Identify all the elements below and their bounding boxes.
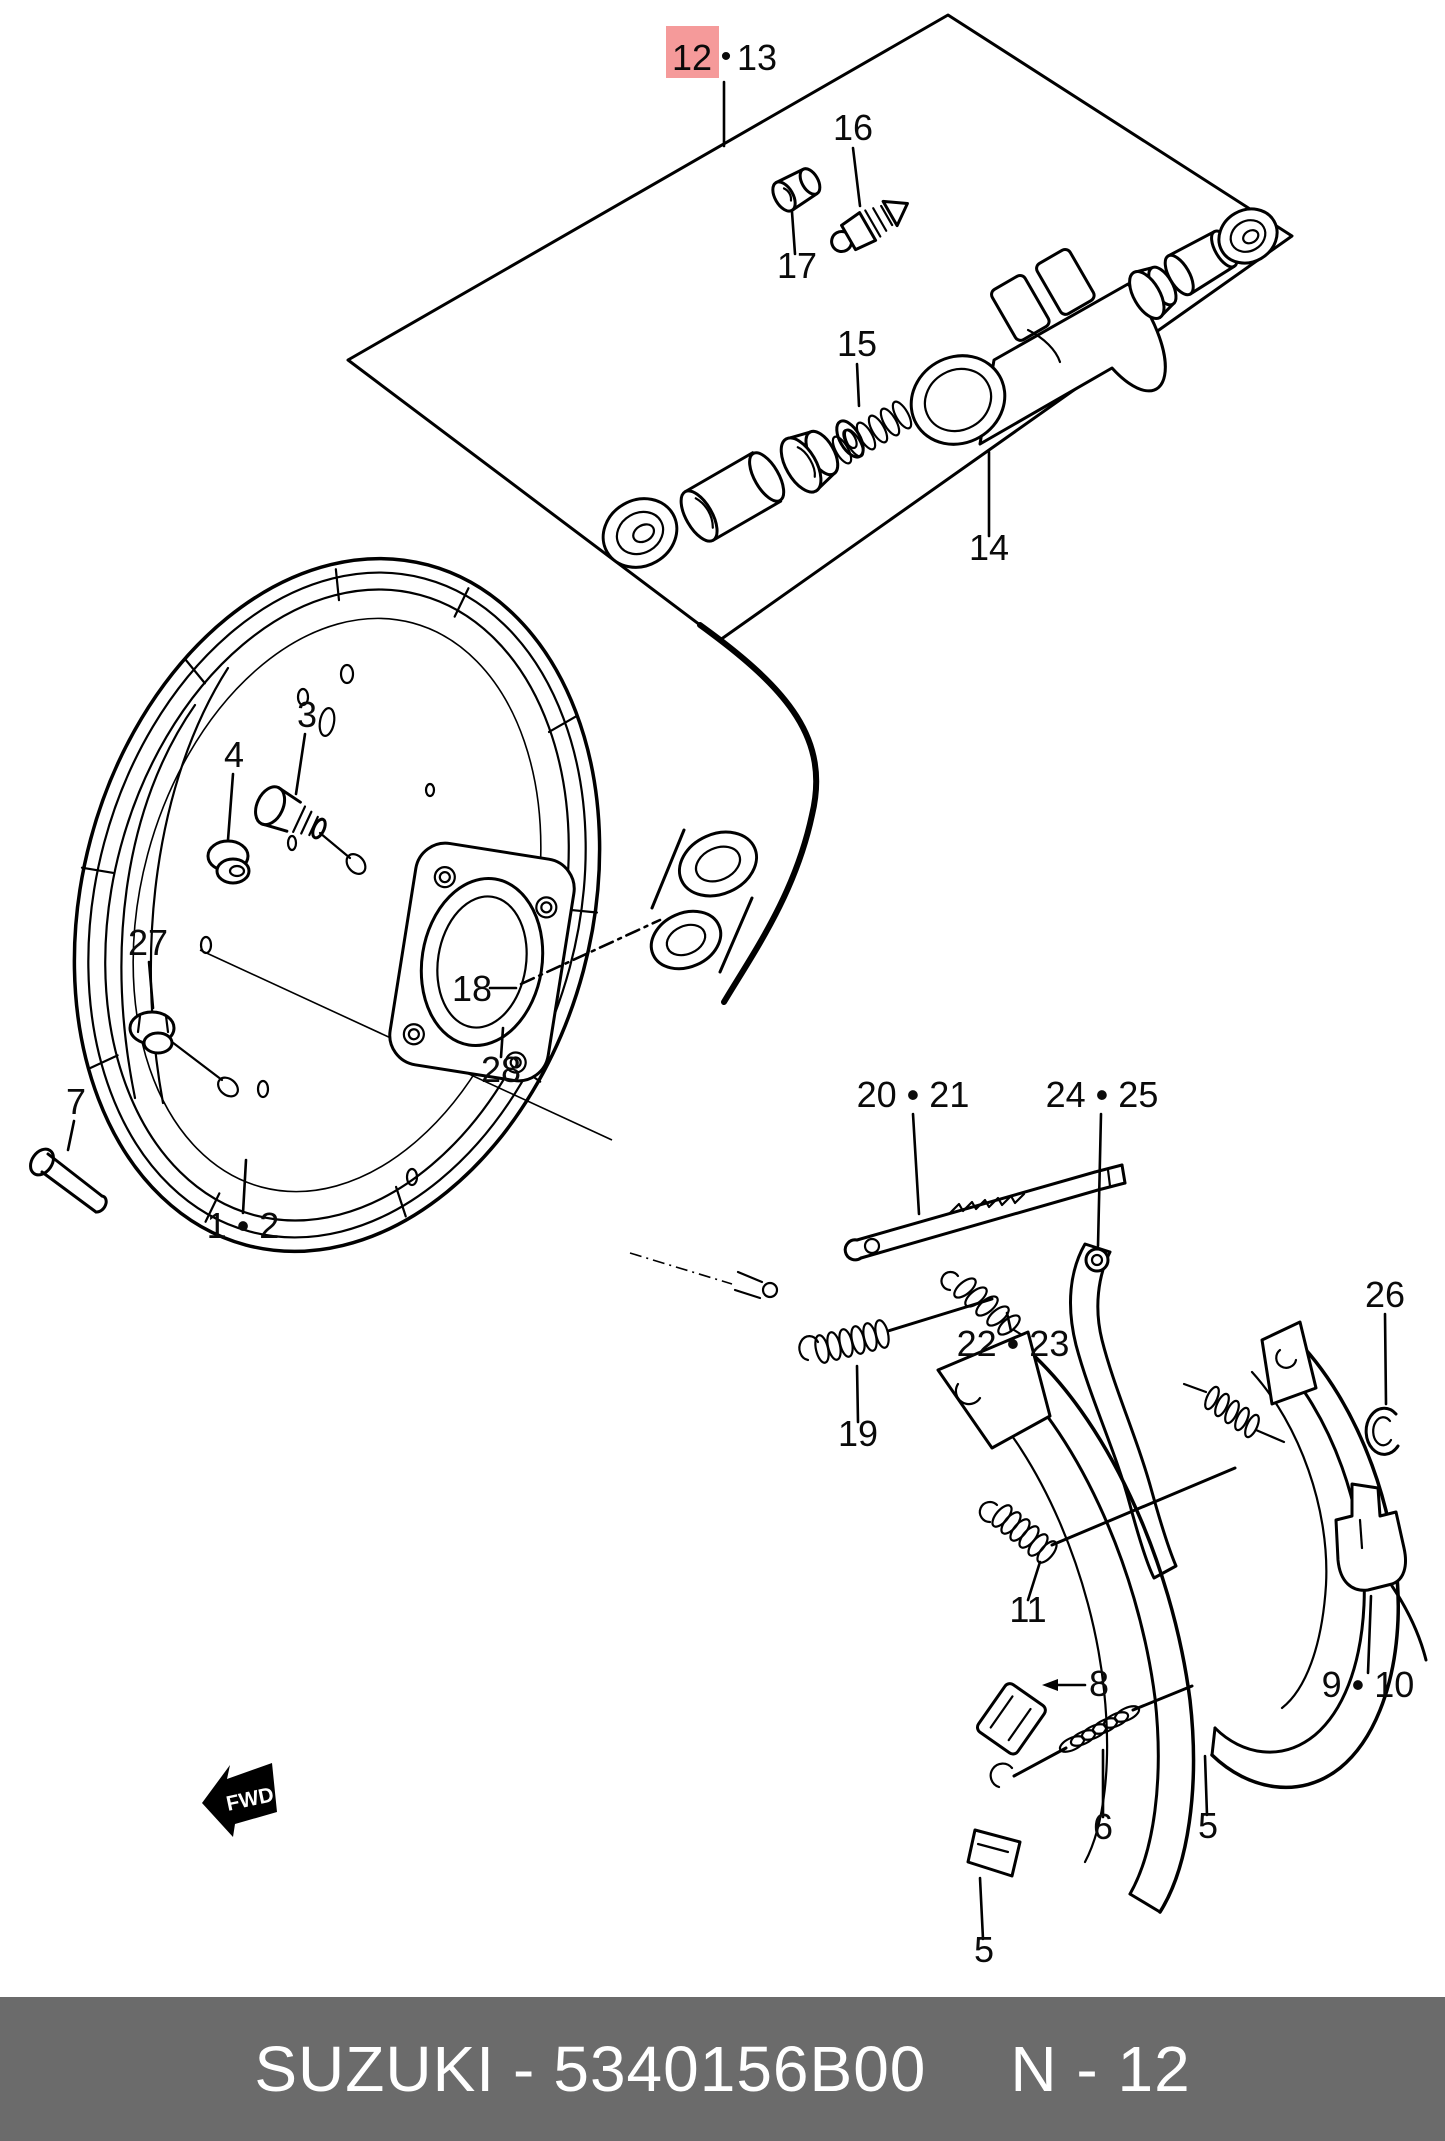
piston-part [679, 451, 786, 543]
page-ref: N - 12 [1010, 2033, 1191, 2105]
callout-16[interactable]: 16 [833, 107, 873, 148]
callout-5-right[interactable]: 5 [1198, 1805, 1218, 1846]
callout-12-13-bullet: • [721, 40, 732, 73]
callout-1-2[interactable]: 1 • 2 [207, 1205, 280, 1246]
shoe-spring-6 [989, 1684, 1194, 1789]
callout-15[interactable]: 15 [837, 323, 877, 364]
callout-labels: 12 • 13 16 17 15 14 3 4 27 7 18 1 • 2 28… [66, 26, 1414, 1970]
shoe-spring-19 [798, 1297, 994, 1364]
callout-6[interactable]: 6 [1093, 1806, 1113, 1847]
callout-17[interactable]: 17 [777, 245, 817, 286]
bleeder-screw-part [830, 199, 909, 253]
shoe-spring-11 [978, 1466, 1237, 1564]
boot-part [601, 497, 679, 569]
brand-text: SUZUKI [254, 2033, 496, 2105]
cup-seal-part [779, 429, 840, 494]
brake-shoe-right [1210, 1320, 1400, 1790]
callout-18[interactable]: 18 [452, 968, 492, 1009]
callout-13[interactable]: 13 [737, 37, 777, 78]
bolt-part [254, 785, 327, 840]
e-ring [1364, 1406, 1400, 1456]
parking-lever [1069, 1242, 1178, 1580]
callout-19[interactable]: 19 [838, 1413, 878, 1454]
highlight-box [666, 26, 719, 78]
callout-8[interactable]: 8 [1089, 1663, 1109, 1704]
boot-part-2 [1217, 207, 1279, 265]
pin-part [29, 1147, 108, 1214]
title-block: SUZUKI - 5340156B00 N - 12 [0, 1997, 1445, 2141]
callout-5-bottom[interactable]: 5 [974, 1929, 994, 1970]
callout-7[interactable]: 7 [66, 1081, 86, 1122]
callout-27[interactable]: 27 [128, 922, 168, 963]
diagram-canvas: FWD 12 • 13 16 17 15 [29, 13, 1428, 1970]
leader-curve-kit [697, 622, 820, 1005]
adjuster-fork [629, 1252, 779, 1300]
fwd-arrow: FWD [202, 1763, 277, 1837]
callout-20-21[interactable]: 20 • 21 [857, 1074, 970, 1115]
cable-lever [1334, 1482, 1428, 1662]
cup-spring-part [831, 400, 913, 465]
callout-28[interactable]: 28 [481, 1049, 521, 1090]
brand-separator: - [513, 2033, 536, 2105]
callout-26[interactable]: 26 [1365, 1274, 1405, 1315]
nut-part-27 [128, 1010, 176, 1055]
part-number: 5340156B00 [553, 2033, 927, 2105]
hub-flange [388, 841, 576, 1083]
callout-14[interactable]: 14 [969, 527, 1009, 568]
adjuster-strut [843, 1163, 1127, 1262]
callout-9-10[interactable]: 9 • 10 [1322, 1664, 1415, 1705]
hold-down-clip [975, 1682, 1047, 1756]
strut-spring [1182, 1382, 1286, 1444]
subassembly-box [346, 13, 1294, 642]
leader-lines [66, 80, 1388, 1941]
installed-wheel-cylinder [649, 828, 759, 974]
callout-24-25[interactable]: 24 • 25 [1046, 1074, 1159, 1115]
callout-3[interactable]: 3 [297, 694, 317, 735]
brake-shoe-left [936, 1330, 1196, 1914]
callout-22-23[interactable]: 22 • 23 [957, 1323, 1070, 1364]
callout-12[interactable]: 12 [672, 37, 712, 78]
backing-plate [72, 556, 613, 1254]
bleeder-cap-part [771, 167, 822, 213]
cup-seal-part-2 [1128, 265, 1178, 320]
callout-4[interactable]: 4 [224, 734, 244, 775]
wheel-cylinder-body [909, 247, 1167, 446]
callout-11[interactable]: 11 [1009, 1589, 1046, 1630]
nut-part-4 [206, 839, 251, 885]
